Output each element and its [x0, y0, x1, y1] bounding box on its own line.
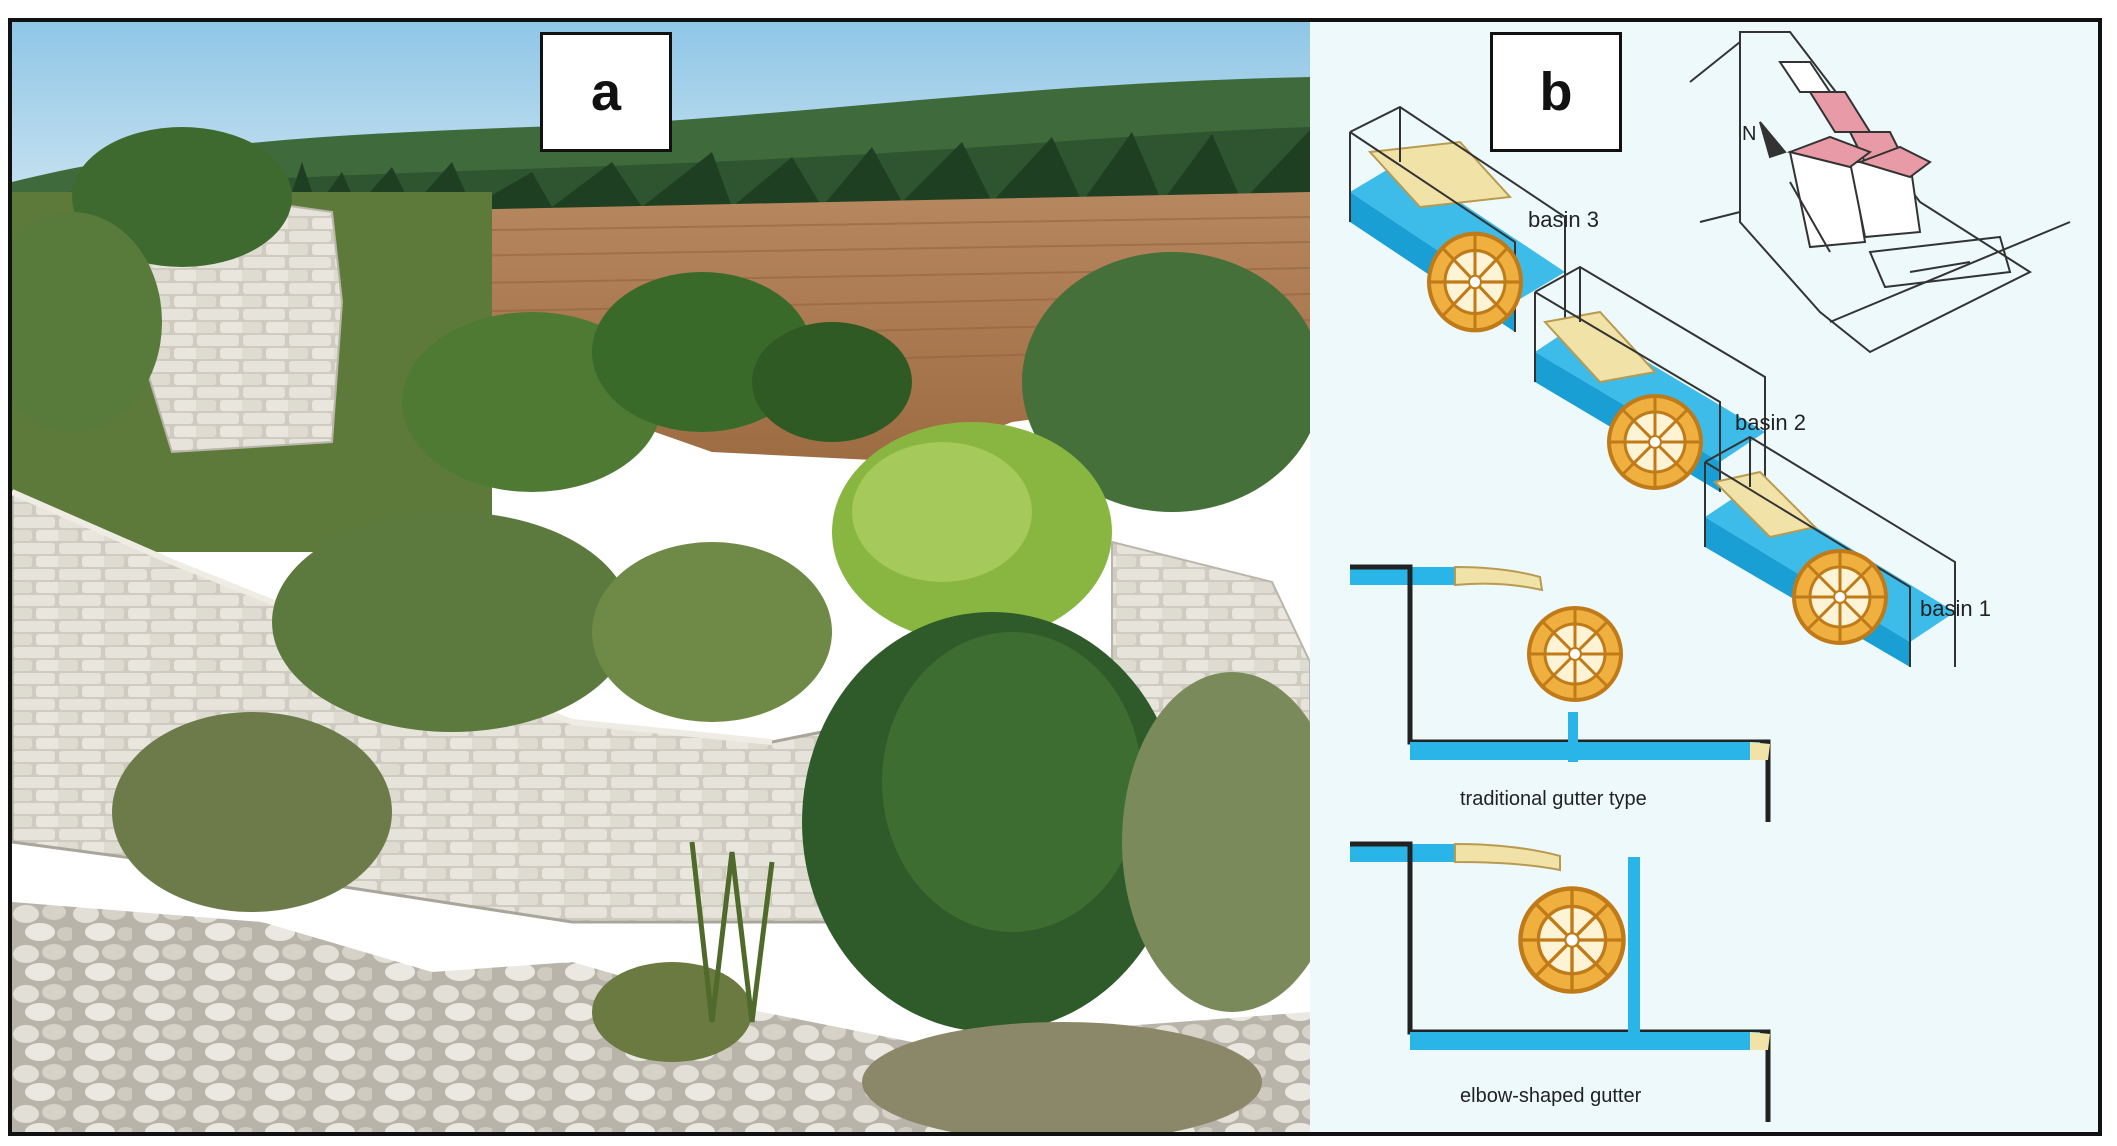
basin-1-illustration	[1704, 435, 1956, 667]
water-mill-diagram: N basin 3 basin 2 basin 1 traditional gu…	[1349, 31, 2071, 1122]
basin-1-label: basin 1	[1920, 596, 1991, 621]
panel-a-label: a	[540, 32, 672, 152]
basin-3-label: basin 3	[1528, 207, 1599, 232]
photo-panel-a	[12, 22, 1310, 1132]
elbow-gutter-diagram	[1350, 841, 1771, 1122]
ruins-landscape-photo	[12, 22, 1310, 1132]
basin-3-illustration	[1349, 105, 1566, 332]
traditional-gutter-diagram	[1350, 564, 1771, 822]
panel-b-label: b	[1490, 32, 1622, 152]
elbow-gutter-caption: elbow-shaped gutter	[1460, 1085, 1642, 1107]
basin-2-label: basin 2	[1735, 410, 1806, 435]
basin-2-illustration	[1534, 265, 1766, 492]
diagram-panel-b: N basin 3 basin 2 basin 1 traditional gu…	[1310, 22, 2098, 1132]
site-plan-sketch	[1689, 31, 2071, 354]
compass-north-letter: N	[1742, 123, 1756, 145]
traditional-gutter-caption: traditional gutter type	[1460, 788, 1647, 810]
